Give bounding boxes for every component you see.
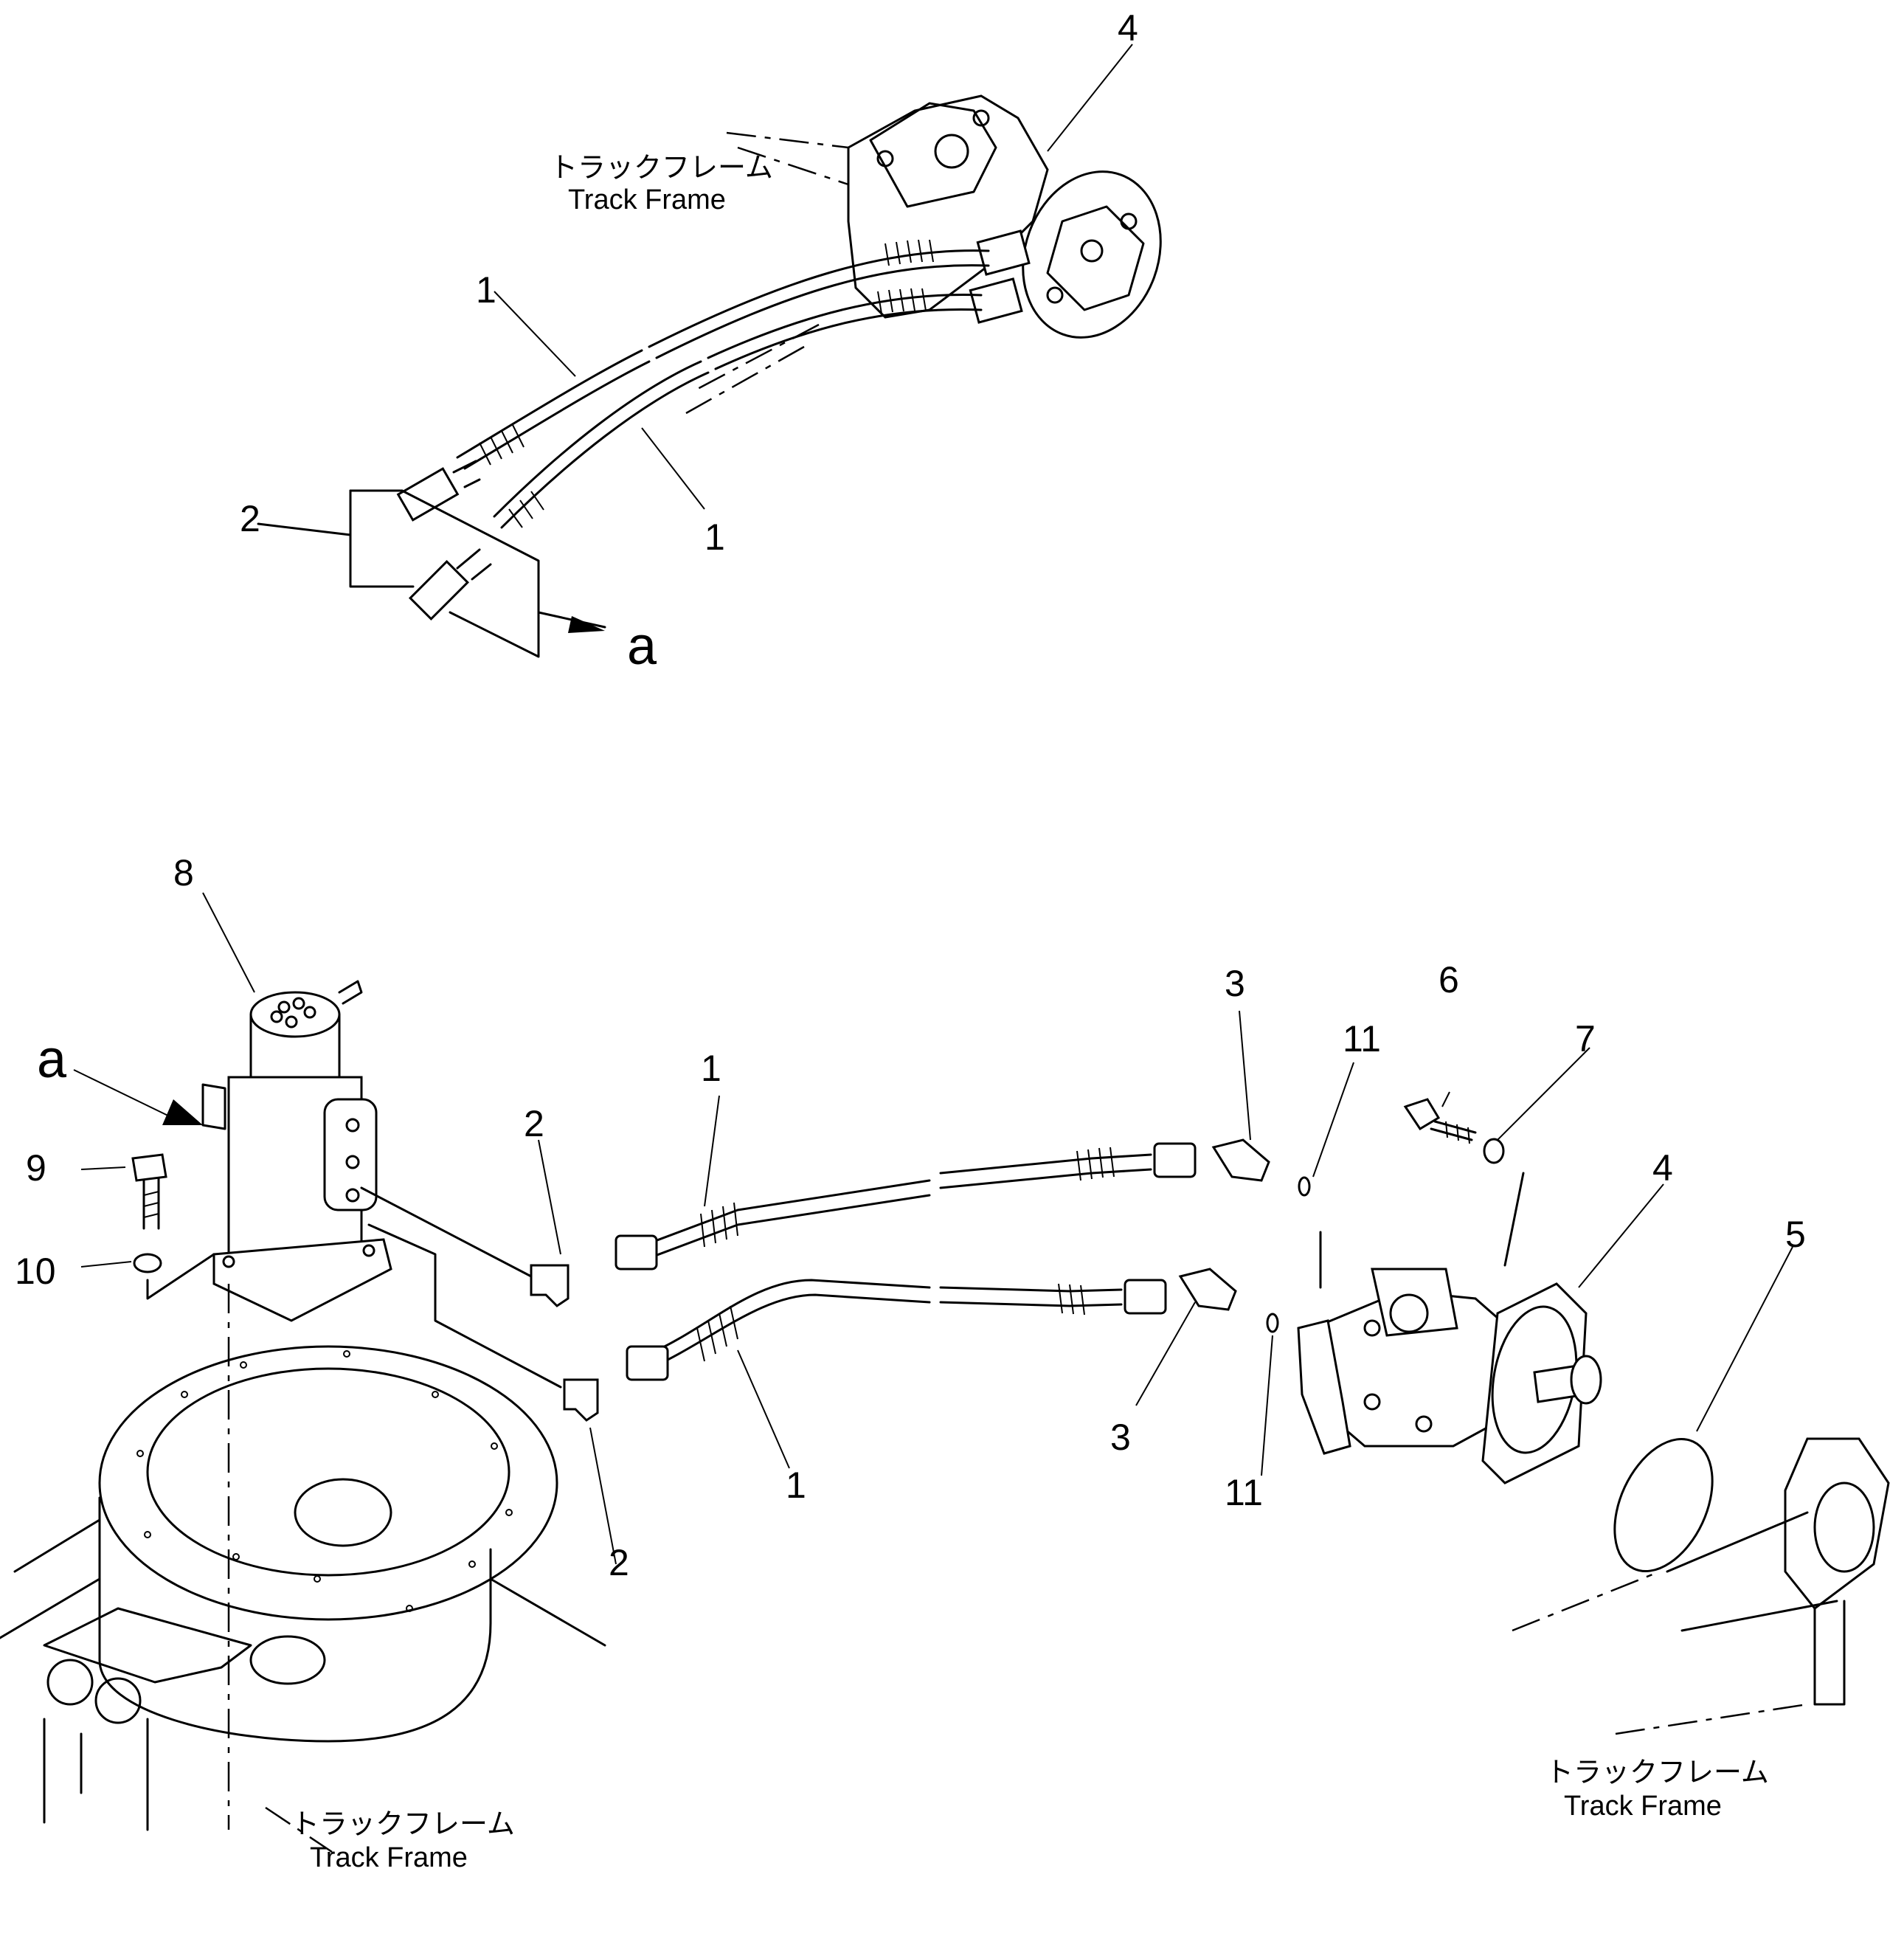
track-frame-right	[1512, 1437, 1890, 1735]
callout-11-lower: 11	[1225, 1472, 1263, 1513]
top-callout-leaders	[494, 44, 1133, 510]
track-frame-jp-top: トラックフレーム	[550, 153, 773, 184]
top-hoses	[396, 239, 990, 621]
callout-4-bottom: 4	[1652, 1147, 1673, 1189]
view-a-bracket	[201, 1083, 226, 1130]
callout-1-top-upper: 1	[476, 269, 496, 311]
view-a-arrow	[73, 1069, 178, 1121]
connectors	[1178, 1138, 1270, 1311]
track-frame-en-top: Track Frame	[568, 184, 726, 215]
callout-3-upper: 3	[1225, 963, 1245, 1004]
view-marker-a-top: a	[627, 617, 657, 676]
view-marker-a-bottom: a	[37, 1030, 67, 1089]
elbow-fittings	[360, 1186, 599, 1422]
callout-2-top: 2	[240, 498, 260, 539]
callout-7: 7	[1575, 1018, 1596, 1059]
callout-1-top-lower: 1	[705, 516, 725, 558]
callout-2-lower: 2	[609, 1542, 629, 1583]
callout-1-upper: 1	[701, 1048, 721, 1089]
swivel-joint	[212, 980, 392, 1322]
bottom-hoses	[615, 1142, 1197, 1381]
center-housing	[0, 1284, 606, 1853]
view-a-arrowhead	[162, 1099, 203, 1125]
callout-8: 8	[173, 852, 194, 893]
callout-5: 5	[1785, 1214, 1806, 1255]
callout-3-lower: 3	[1110, 1417, 1131, 1458]
track-frame-jp-bottom-left: トラックフレーム	[291, 1809, 515, 1840]
top-motor-assembly	[685, 94, 1162, 415]
callout-1-lower: 1	[786, 1465, 806, 1506]
track-frame-en-bottom-left: Track Frame	[310, 1842, 468, 1873]
callout-11-upper: 11	[1343, 1018, 1381, 1059]
bottom-callout-leaders	[80, 892, 1793, 1565]
bottom-motor	[1297, 1172, 1602, 1484]
o-ring	[1613, 1437, 1714, 1573]
callout-6: 6	[1439, 959, 1459, 1000]
top-bracket	[257, 489, 606, 658]
callout-2-upper: 2	[524, 1103, 544, 1144]
callout-9: 9	[26, 1147, 46, 1189]
bolt-and-washer	[131, 1153, 215, 1300]
o-rings-and-bolts	[1266, 1098, 1505, 1333]
callout-10: 10	[15, 1251, 56, 1292]
track-frame-jp-bottom-right: トラックフレーム	[1545, 1757, 1769, 1788]
track-frame-en-bottom-right: Track Frame	[1564, 1791, 1722, 1822]
callout-4-top: 4	[1118, 7, 1138, 49]
